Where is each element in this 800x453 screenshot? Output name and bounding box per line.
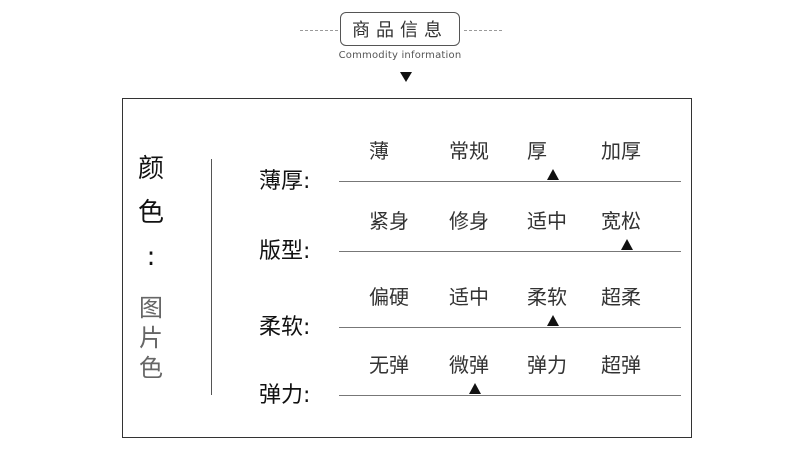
color-label-char: :	[146, 242, 156, 272]
section-header: 商品信息 Commodity information	[0, 0, 800, 92]
attribute-option: 修身	[449, 209, 489, 233]
attribute-option: 紧身	[369, 209, 409, 233]
color-value-char: 片	[139, 324, 163, 352]
attribute-scale-line	[339, 181, 681, 182]
attribute-option: 薄	[369, 139, 389, 163]
down-arrow-icon	[400, 72, 412, 82]
attribute-option: 微弹	[449, 353, 489, 377]
color-label-char: 色	[137, 198, 164, 228]
color-value-char: 图	[139, 294, 163, 322]
attribute-scale-line	[339, 395, 681, 396]
attribute-options: 薄 常规 厚 加厚	[369, 135, 669, 165]
header-subtitle: Commodity information	[338, 50, 462, 61]
attribute-option: 偏硬	[369, 285, 409, 309]
attribute-label: 弹力:	[259, 383, 311, 408]
attribute-options: 无弹 微弹 弹力 超弹	[369, 349, 669, 379]
selection-marker-icon	[547, 315, 559, 326]
attribute-option: 适中	[449, 285, 489, 309]
attribute-option: 加厚	[601, 139, 641, 163]
color-label-char: 颜	[137, 154, 164, 184]
attribute-row-fit: 版型: 紧身 修身 适中 宽松	[249, 205, 689, 265]
attribute-option: 无弹	[369, 353, 409, 377]
header-title: 商品信息	[340, 12, 460, 46]
product-info-panel: 颜 色 : 图 片 色 薄厚: 薄 常规 厚 加厚 版型: 紧身 修身 适中 宽…	[122, 98, 692, 438]
attribute-label: 薄厚:	[259, 169, 311, 194]
attribute-options: 紧身 修身 适中 宽松	[369, 205, 669, 235]
color-value: 图 片 色	[131, 293, 171, 383]
attribute-label: 版型:	[259, 239, 311, 264]
header-dash-right	[464, 30, 502, 31]
attribute-option: 弹力	[527, 353, 567, 377]
color-section: 颜 色 : 图 片 色	[131, 147, 171, 383]
attribute-row-elasticity: 弹力: 无弹 微弹 弹力 超弹	[249, 349, 689, 409]
attribute-option: 超弹	[601, 353, 641, 377]
attribute-option: 宽松	[601, 209, 641, 233]
attribute-scale-line	[339, 251, 681, 252]
attribute-row-softness: 柔软: 偏硬 适中 柔软 超柔	[249, 281, 689, 341]
selection-marker-icon	[621, 239, 633, 250]
attribute-option: 厚	[527, 139, 547, 163]
selection-marker-icon	[469, 383, 481, 394]
attribute-option: 超柔	[601, 285, 641, 309]
attribute-label: 柔软:	[259, 315, 311, 340]
color-label: 颜 色 :	[131, 147, 171, 279]
color-value-char: 色	[139, 354, 163, 382]
attribute-options: 偏硬 适中 柔软 超柔	[369, 281, 669, 311]
header-dash-left	[300, 30, 338, 31]
attribute-option: 适中	[527, 209, 567, 233]
attribute-option: 常规	[449, 139, 489, 163]
attribute-row-thickness: 薄厚: 薄 常规 厚 加厚	[249, 135, 689, 195]
selection-marker-icon	[547, 169, 559, 180]
attribute-scale-line	[339, 327, 681, 328]
vertical-divider	[211, 159, 212, 395]
attribute-option: 柔软	[527, 285, 567, 309]
